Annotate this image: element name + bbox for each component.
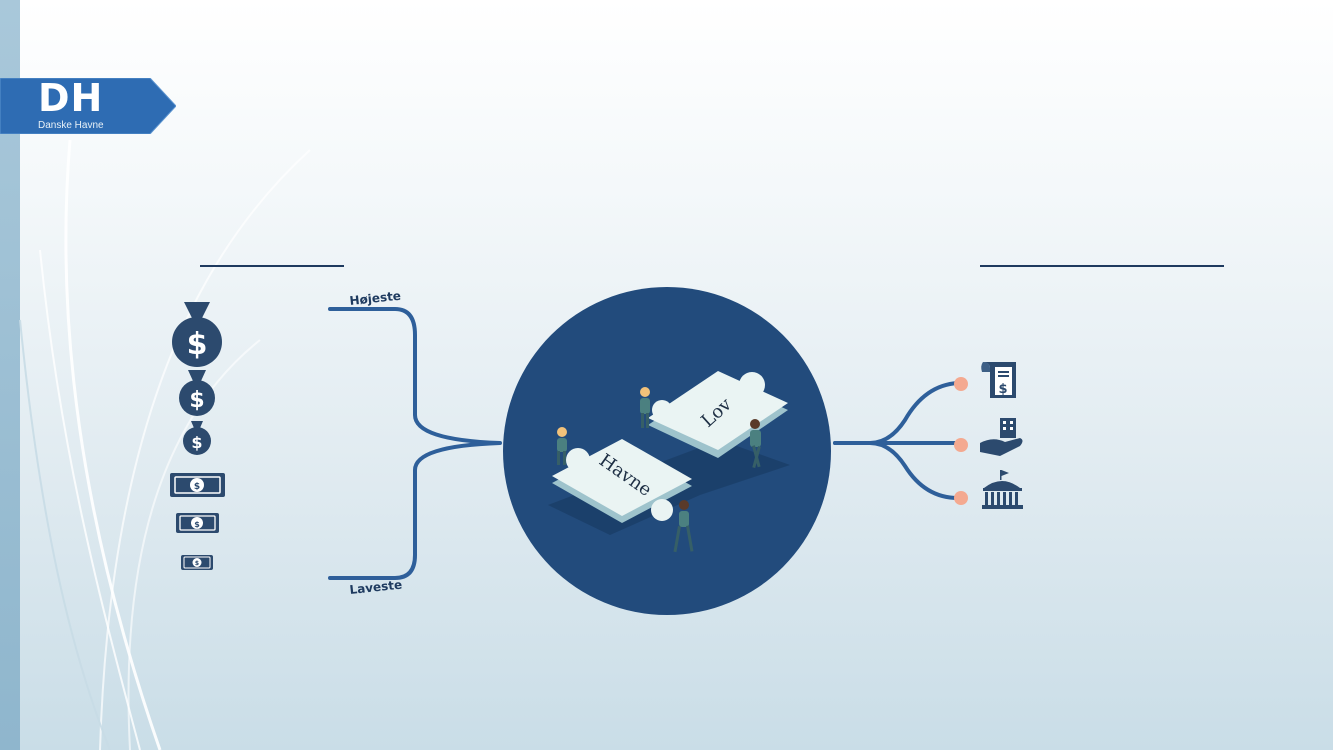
person-figure-icon [673,500,694,553]
svg-text:$: $ [998,382,1007,397]
svg-text:$: $ [189,388,204,413]
person-figure-icon [750,419,761,469]
money-bag-medium-icon: $ [179,370,215,416]
bullet-dot [954,491,968,505]
money-bag-small-icon: $ [183,421,211,455]
svg-text:$: $ [191,433,202,452]
government-building-icon [982,470,1023,509]
svg-text:$: $ [194,482,200,492]
left-heading-underline [200,265,344,267]
invoice-dollar-icon: $ [981,362,1016,398]
logo-banner [0,78,176,134]
svg-text:$: $ [194,520,200,529]
puzzle-piece-havne: Havne [552,439,692,523]
money-bag-large-icon: $ [172,302,222,367]
svg-text:$: $ [195,560,199,567]
puzzle-piece-lov: Lov [648,371,788,458]
person-figure-icon [640,387,650,428]
bullet-dot [954,438,968,452]
branch-connector [833,381,960,500]
person-figure-icon [557,427,567,465]
banknote-medium-icon: $ [176,513,219,533]
right-heading-underline [980,265,1224,267]
scale-top-label: Højeste [349,289,402,308]
hand-building-icon [980,418,1023,456]
logo-letters: DH [38,76,104,120]
logo-subtitle: Danske Havne [38,120,104,131]
scale-bottom-label: Laveste [349,578,403,597]
banknote-large-icon: $ [170,473,225,497]
brace-connector [328,307,502,580]
svg-text:$: $ [187,327,208,362]
banknote-small-icon: $ [181,555,213,570]
left-accent-strip [0,0,20,750]
center-circle [503,287,831,615]
bullet-dot [954,377,968,391]
